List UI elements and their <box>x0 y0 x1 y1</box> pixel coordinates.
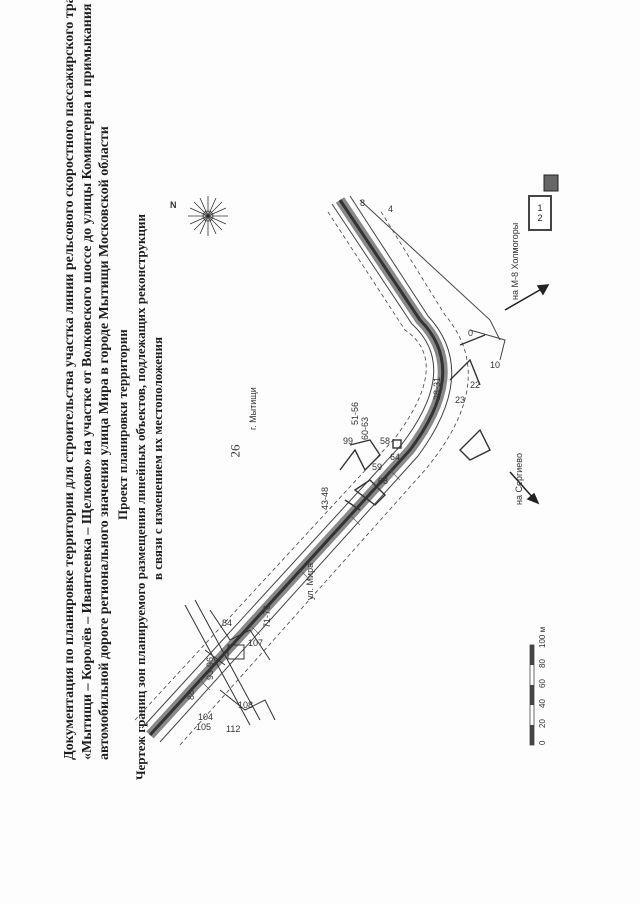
point-label: 107 <box>248 638 264 648</box>
legend-box: 1 2 <box>528 195 552 231</box>
point-label: 58 <box>380 436 391 446</box>
scale-tick: 20 <box>538 719 547 728</box>
scale-tick: 100 м <box>538 626 547 648</box>
direction-left-label: на Сергиево <box>514 453 524 505</box>
point-label: 23 <box>455 395 466 405</box>
point-label: 43-48 <box>320 486 330 510</box>
scale-tick: 0 <box>538 740 547 745</box>
point-label: 93-96 <box>205 656 215 680</box>
point-label: 59 <box>372 462 383 472</box>
point-label: 4 <box>388 204 394 214</box>
scale-tick: 40 <box>538 699 547 708</box>
point-label: 112 <box>226 724 241 734</box>
point-label: 84 <box>222 618 233 628</box>
compass-icon <box>188 196 228 236</box>
direction-right-label: на М-8 Холмогоры <box>510 222 520 300</box>
city-label: г. Мытищи <box>248 387 258 430</box>
point-label: 51-56 <box>350 401 360 425</box>
point-label: 22 <box>470 380 481 390</box>
street-label: ул. Мира <box>305 562 315 600</box>
point-label: 88 <box>186 689 196 700</box>
north-label: N <box>170 200 177 210</box>
point-label: 71-76 <box>262 604 272 628</box>
point-label: 99 <box>343 436 354 446</box>
legend-item-1: 1 <box>537 203 543 213</box>
point-label: 64 <box>390 452 401 462</box>
point-label: 105 <box>196 722 212 732</box>
point-label: 60-63 <box>360 416 370 440</box>
point-label: 28-31 <box>432 376 442 400</box>
point-label: 68 <box>378 476 389 486</box>
point-label: 0 <box>468 328 474 338</box>
legend-item-2: 2 <box>537 213 543 223</box>
point-label: 104 <box>198 712 214 722</box>
point-label: 8 <box>360 198 366 208</box>
point-label: 10 <box>490 360 501 370</box>
scale-bar <box>529 644 535 746</box>
scale-tick: 80 <box>538 659 547 668</box>
point-label: 108 <box>238 700 254 710</box>
scale-tick: 60 <box>538 679 547 688</box>
